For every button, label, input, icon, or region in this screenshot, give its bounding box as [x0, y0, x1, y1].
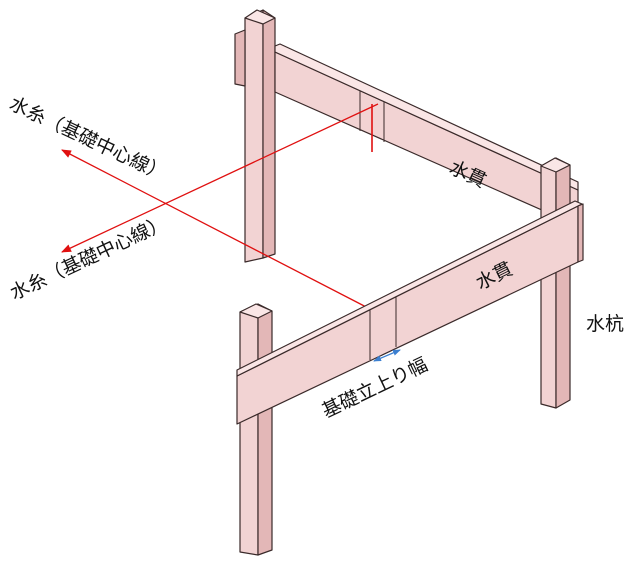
back-water-rail [234, 29, 579, 227]
front-water-rail [236, 200, 584, 425]
string-line-lower [61, 149, 373, 311]
label-string-line-bottom: 水糸（基礎中心線） [7, 212, 171, 305]
foundation-width-arrow [373, 349, 401, 362]
string-line-upper [61, 103, 379, 253]
label-string-line-top: 水糸（基礎中心線） [6, 93, 170, 186]
front-left-stake [239, 303, 273, 556]
back-right-stake [540, 157, 571, 409]
back-left-stake [244, 9, 276, 263]
label-stake: 水杭 [586, 313, 624, 335]
